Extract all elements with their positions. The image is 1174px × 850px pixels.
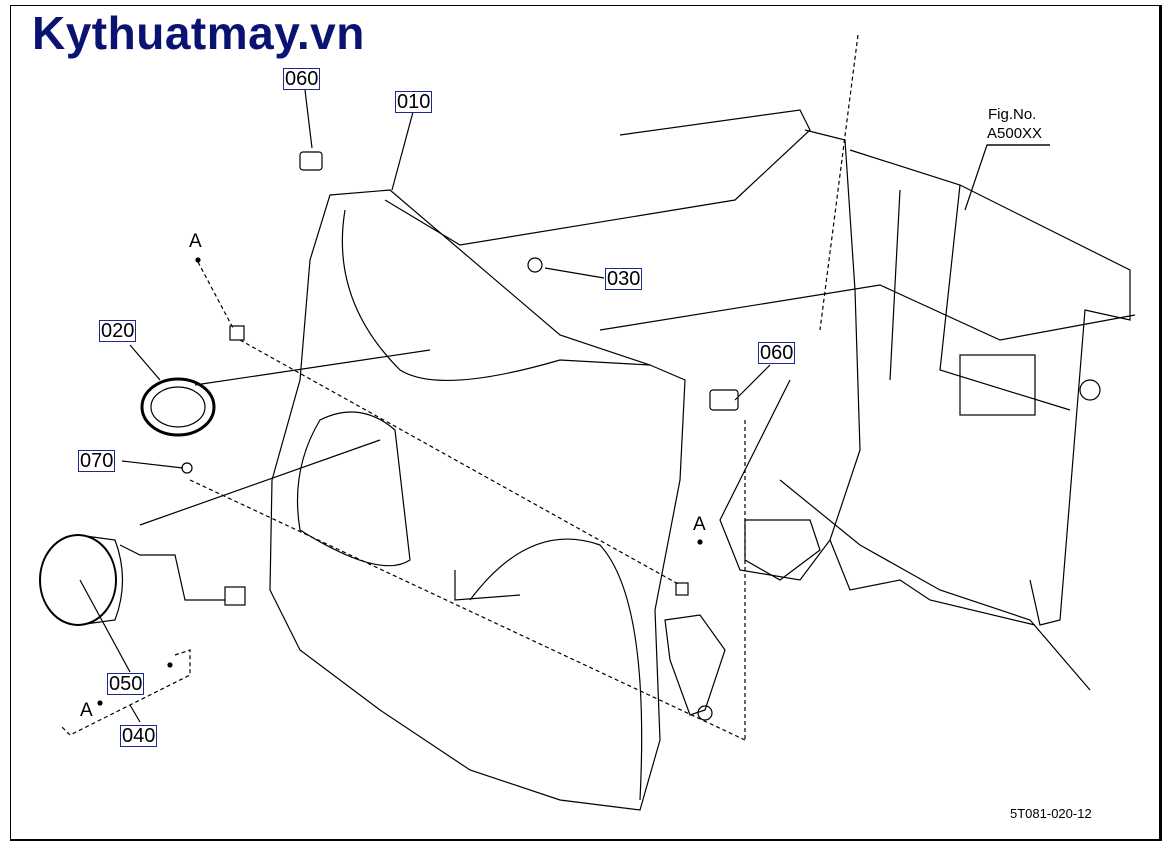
part-label-010[interactable]: 010 [395,91,433,113]
diagram-frame [10,5,1162,841]
dashed-lines [59,34,859,741]
part-label-030[interactable]: 030 [605,268,643,290]
diagram-code: 5T081-020-12 [1010,806,1092,821]
part-label-050[interactable]: 050 [107,673,145,695]
ref-marker-a-bottom: A [80,700,93,721]
ref-marker-a-top: A [189,231,202,252]
figure-number: A500XX [987,125,1043,142]
part-050-lamp [39,534,117,626]
bolt-060-top [299,151,323,171]
part-label-060-right[interactable]: 060 [758,342,796,364]
part-020-ring [140,377,216,437]
part-label-070[interactable]: 070 [78,450,116,472]
part-label-020[interactable]: 020 [99,320,137,342]
cover-panel-010 [269,189,686,811]
leader-lines [79,89,1050,723]
figure-label: Fig.No. [988,106,1037,123]
part-label-040[interactable]: 040 [120,725,158,747]
site-logo: Kythuatmay.vn [32,7,365,59]
nut-030 [527,257,543,273]
ref-marker-a-right: A [693,514,706,535]
bolt-060-right [709,389,739,411]
part-label-060-top[interactable]: 060 [283,68,321,90]
plug-070 [181,462,193,474]
